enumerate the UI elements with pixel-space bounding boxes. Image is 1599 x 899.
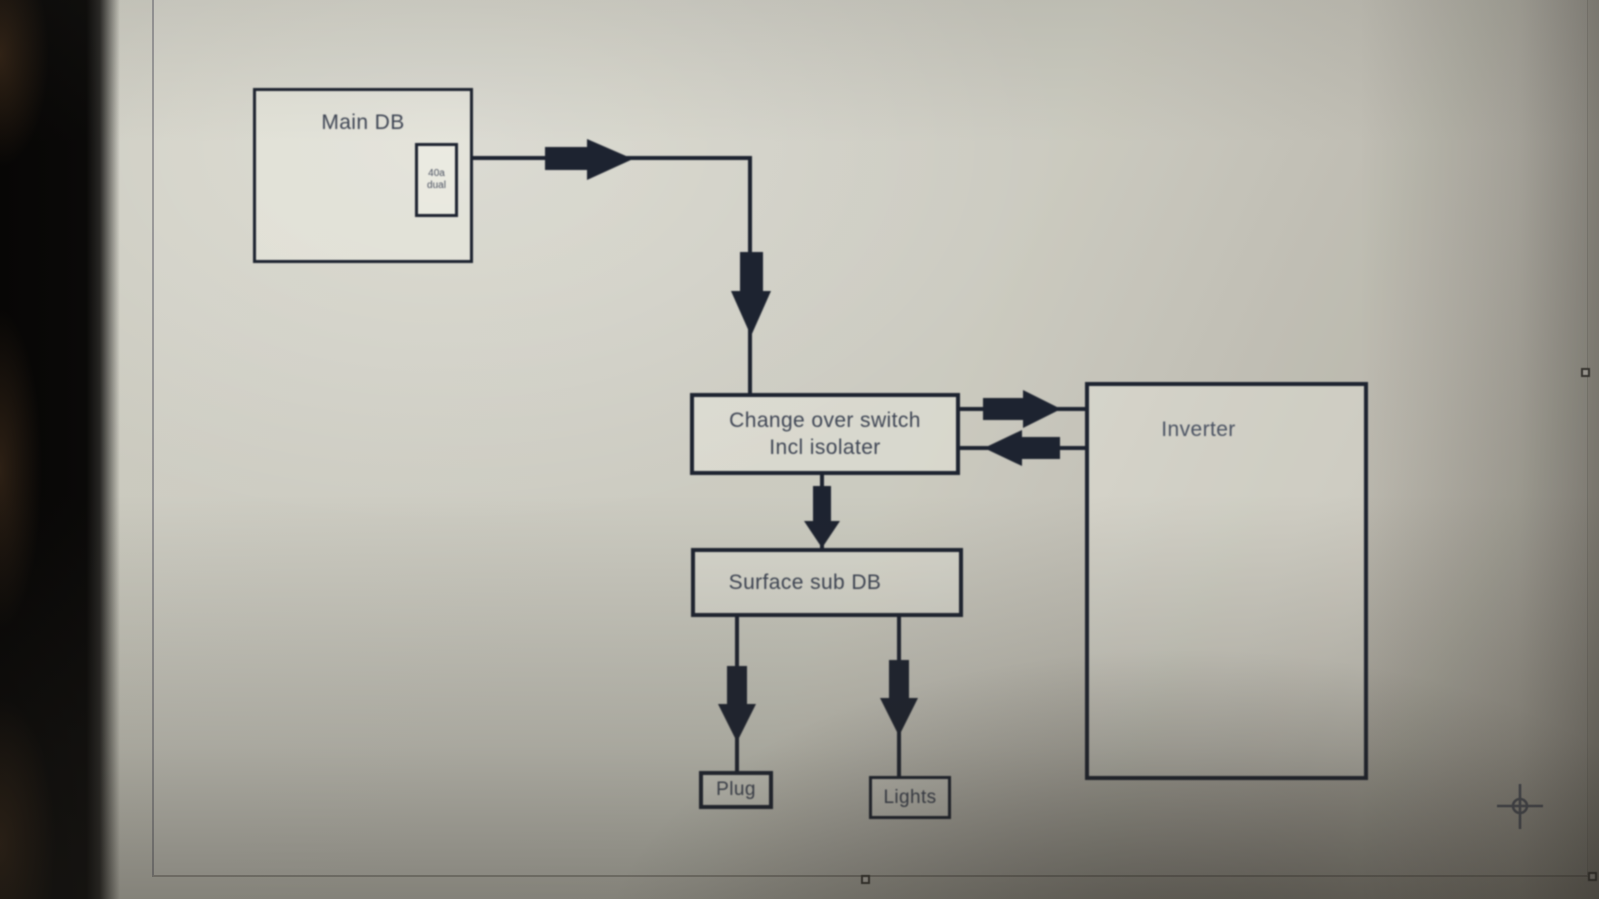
main-db-label: Main DB	[321, 111, 405, 134]
arrow-left-icon	[1020, 437, 1060, 459]
node-changeover-switch: Change over switch Incl isolater	[690, 393, 960, 475]
edge-maindb-to-changeover	[473, 139, 771, 393]
arrow-down-icon	[813, 486, 831, 521]
node-lights: Lights	[869, 776, 951, 819]
resize-handle-right[interactable]	[1581, 368, 1590, 377]
arrow-down-icon	[889, 660, 909, 698]
resize-handle-corner[interactable]	[1588, 872, 1597, 881]
edge-subdb-to-lights	[880, 615, 918, 778]
edge-changeover-to-inverter	[958, 390, 1085, 428]
plug-label: Plug	[716, 779, 756, 800]
node-main-db: Main DB	[253, 88, 473, 263]
edge-changeover-to-subdb	[804, 475, 840, 548]
arrow-right-icon	[545, 147, 587, 170]
inverter-label: Inverter	[1161, 418, 1236, 441]
drawing-canvas[interactable]	[152, 0, 1588, 877]
arrow-down-icon	[727, 666, 747, 704]
breaker-label-line1: 40a	[428, 168, 445, 179]
node-surface-sub-db: Surface sub DB	[691, 548, 963, 617]
resize-handle-bottom[interactable]	[861, 875, 870, 884]
sub-db-label: Surface sub DB	[728, 571, 882, 594]
changeover-label-line2: Incl isolater	[769, 436, 881, 459]
arrow-right-icon	[983, 398, 1023, 420]
arrow-down-icon	[740, 252, 763, 291]
changeover-label-line1: Change over switch	[729, 409, 921, 432]
breaker-label-line2: dual	[427, 180, 446, 191]
lights-label: Lights	[883, 786, 937, 808]
node-inverter: Inverter	[1085, 382, 1368, 780]
edge-subdb-to-plug	[718, 615, 756, 773]
edge-inverter-to-changeover	[958, 430, 1085, 466]
node-plug: Plug	[699, 771, 773, 809]
node-breaker: 40a dual	[415, 143, 458, 217]
